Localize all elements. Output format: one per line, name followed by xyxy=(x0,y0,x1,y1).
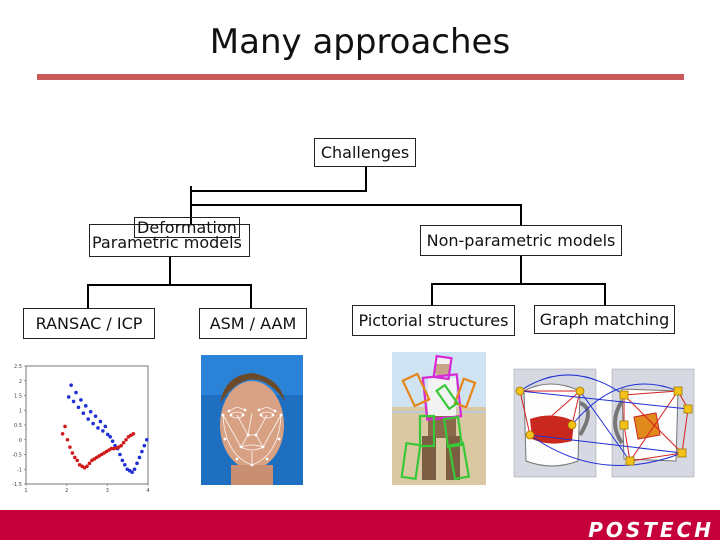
scatter-point xyxy=(96,426,100,430)
x-tick-label: 4 xyxy=(146,488,149,494)
title-underline xyxy=(37,74,684,80)
scatter-point xyxy=(74,390,78,395)
scatter-point xyxy=(110,439,115,444)
leaf-graph-matching: Graph matching xyxy=(534,305,675,334)
scatter-point xyxy=(91,421,95,426)
node-challenges: Challenges xyxy=(314,138,416,167)
y-tick-label: -1.5 xyxy=(12,482,22,488)
scatter-point xyxy=(123,463,127,467)
scatter-point xyxy=(140,449,144,454)
y-tick-label: 0 xyxy=(19,438,22,444)
scatter-point xyxy=(137,455,142,460)
scatter-point xyxy=(93,414,98,418)
connector-root-bar xyxy=(190,191,522,225)
y-tick-label: 2 xyxy=(19,379,22,385)
node-parametric-models: Parametric models Deformation xyxy=(89,217,250,257)
scatter-point xyxy=(60,432,65,436)
scatter-point xyxy=(86,417,91,421)
scatter-point xyxy=(68,445,72,449)
scatter-point xyxy=(144,437,149,442)
pictorial-structures-image xyxy=(392,352,486,485)
leaf-pictorial-structures: Pictorial structures xyxy=(352,305,515,336)
scatter-point xyxy=(103,424,108,429)
footer-bar: POSTECH xyxy=(0,510,720,540)
y-tick-label: -0.5 xyxy=(12,453,22,459)
scatter-point xyxy=(63,424,67,429)
graph-matching-image xyxy=(510,365,698,480)
connector-left-children xyxy=(87,257,252,308)
x-tick-label: 3 xyxy=(106,488,109,494)
scatter-point xyxy=(71,399,76,404)
scatter-point xyxy=(119,443,123,448)
slide-title: Many approaches xyxy=(209,22,511,62)
scatter-point xyxy=(88,409,93,414)
y-tick-label: 1.5 xyxy=(14,394,22,400)
x-tick-label: 1 xyxy=(24,488,27,494)
y-tick-label: 2.5 xyxy=(14,364,22,370)
scatter-point xyxy=(105,432,110,437)
node-non-parametric-models: Non-parametric models xyxy=(420,225,622,256)
deformation-label: Deformation xyxy=(134,217,240,238)
scatter-point xyxy=(132,467,137,472)
scatter-point xyxy=(120,458,125,463)
scatter-point xyxy=(101,429,105,433)
x-tick-label: 2 xyxy=(65,488,68,494)
scatter-point xyxy=(142,443,147,448)
scatter-point xyxy=(65,437,70,442)
scatter-point xyxy=(69,383,73,387)
scatter-point xyxy=(131,432,136,436)
scatter-point xyxy=(130,470,134,474)
scatter-point xyxy=(83,404,88,408)
postech-logo: POSTECH xyxy=(588,518,714,540)
scatter-point xyxy=(75,458,80,463)
scatter-point xyxy=(81,411,86,415)
scatter-point xyxy=(66,395,71,399)
scatter-point xyxy=(76,405,81,410)
scatter-point xyxy=(108,435,112,439)
scatter-point xyxy=(135,461,139,466)
connector-right-children xyxy=(431,256,606,305)
scatter-point xyxy=(70,451,75,455)
y-tick-label: 1 xyxy=(19,408,22,414)
y-tick-label: -1 xyxy=(17,467,22,473)
scatter-point xyxy=(85,464,89,469)
scatter-point xyxy=(98,419,103,424)
scatter-point xyxy=(124,437,128,442)
scatter-point xyxy=(121,440,126,445)
y-tick-label: 0.5 xyxy=(14,423,22,429)
scatter-point xyxy=(87,461,92,466)
scatter-point xyxy=(73,455,77,460)
scatter-point xyxy=(79,398,83,402)
scatter-point xyxy=(118,452,122,457)
leaf-asm-aam: ASM / AAM xyxy=(199,308,307,339)
asm-face-image xyxy=(201,355,303,485)
connector-root xyxy=(190,167,367,192)
leaf-ransac-icp: RANSAC / ICP xyxy=(23,308,155,339)
